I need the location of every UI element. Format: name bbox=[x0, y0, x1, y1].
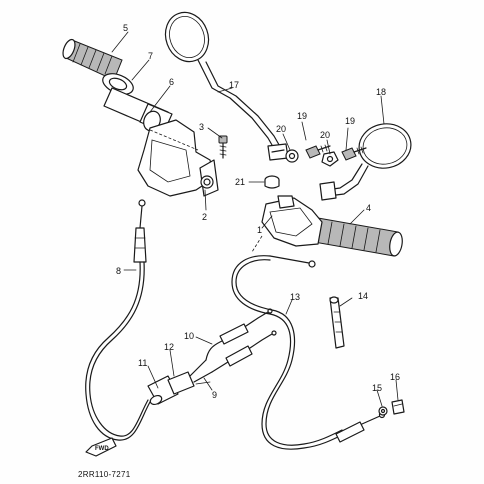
grip-collar bbox=[102, 73, 134, 95]
nut-20-left bbox=[285, 149, 299, 163]
mirror-right bbox=[319, 123, 412, 201]
callout-3: 3 bbox=[199, 122, 204, 132]
callout-20-left: 20 bbox=[276, 124, 286, 134]
bolt-19-left bbox=[305, 144, 331, 159]
callout-6: 6 bbox=[169, 77, 174, 87]
callout-labels: 1 2 3 4 5 6 7 8 9 10 11 12 13 14 15 16 1… bbox=[116, 23, 400, 400]
plug-21 bbox=[264, 175, 280, 189]
callout-9: 9 bbox=[212, 390, 217, 400]
right-grip bbox=[313, 217, 403, 257]
callout-10: 10 bbox=[184, 331, 194, 341]
callout-8: 8 bbox=[116, 266, 121, 276]
callout-2: 2 bbox=[202, 212, 207, 222]
screw-3 bbox=[218, 135, 228, 159]
cable-8 bbox=[85, 199, 151, 441]
mirror-left bbox=[164, 11, 289, 161]
callout-4: 4 bbox=[366, 203, 371, 213]
callout-17: 17 bbox=[229, 80, 239, 90]
cable-10 bbox=[205, 308, 273, 361]
callout-16: 16 bbox=[390, 372, 400, 382]
right-switch-housing bbox=[251, 195, 323, 253]
throttle-housing bbox=[137, 119, 219, 197]
callout-14: 14 bbox=[358, 291, 368, 301]
callout-5: 5 bbox=[123, 23, 128, 33]
callout-19-right: 19 bbox=[345, 116, 355, 126]
nut-20-right bbox=[321, 151, 339, 167]
callout-19-left: 19 bbox=[297, 111, 307, 121]
part-code: 2RR110-7271 bbox=[78, 470, 131, 479]
fwd-label: FWD bbox=[95, 446, 109, 452]
callout-20-right: 20 bbox=[320, 130, 330, 140]
part-14-strip bbox=[329, 296, 345, 349]
callout-21: 21 bbox=[235, 177, 245, 187]
left-grip bbox=[62, 38, 123, 81]
callout-7: 7 bbox=[148, 51, 153, 61]
cable-13 bbox=[231, 255, 386, 450]
callout-15: 15 bbox=[372, 383, 382, 393]
leader-lines bbox=[111, 31, 399, 407]
callout-11: 11 bbox=[138, 358, 147, 368]
callout-12: 12 bbox=[164, 342, 174, 352]
callout-13: 13 bbox=[290, 292, 300, 302]
part-15 bbox=[378, 406, 388, 416]
callout-1: 1 bbox=[257, 225, 262, 235]
cable-9 bbox=[195, 330, 277, 385]
fwd-arrow-icon: FWD bbox=[85, 437, 117, 457]
callout-18: 18 bbox=[376, 87, 386, 97]
bolt-19-right bbox=[341, 146, 367, 161]
part-16 bbox=[391, 399, 405, 415]
